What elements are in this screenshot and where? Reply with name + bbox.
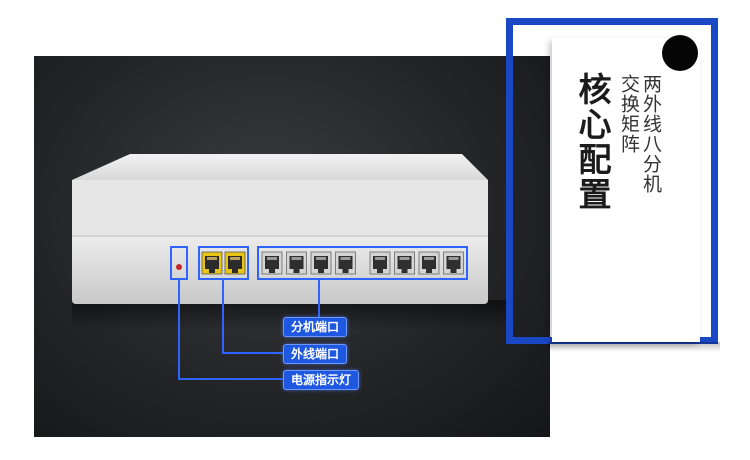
callout-power-indicator: 电源指示灯: [283, 370, 360, 390]
leader-power: [178, 279, 286, 380]
extension-port: [443, 251, 464, 275]
callout-outside-line-ports: 外线端口: [283, 344, 348, 364]
extension-port: [310, 251, 332, 275]
extension-port: [286, 251, 307, 275]
outside-line-ports: [201, 251, 246, 275]
outside-line-port: [201, 251, 223, 275]
leader-outside-line: [222, 279, 286, 354]
extension-ports-frame: [257, 246, 468, 280]
device-top: [72, 154, 488, 180]
panel-subtitle: 两外线八分机 交换矩阵: [618, 74, 662, 194]
switch-device: [72, 154, 512, 380]
info-card: [552, 38, 700, 342]
extension-port: [335, 251, 356, 275]
extension-port: [394, 251, 415, 275]
extension-port: [418, 251, 440, 275]
decor-dot: [662, 35, 698, 71]
panel-subtitle-line-2: 交换矩阵: [618, 74, 640, 154]
callout-extension-ports: 分机端口: [283, 317, 348, 337]
extension-port: [261, 251, 283, 275]
panel-title: 核心配置: [573, 72, 612, 212]
outside-line-port: [224, 251, 246, 275]
power-indicator-led: [176, 264, 182, 270]
device-upper-front: [72, 180, 488, 236]
info-panel-shadow: [548, 342, 720, 352]
panel-subtitle-line-1: 两外线八分机: [640, 74, 662, 194]
extension-ports: [261, 251, 464, 275]
extension-port: [369, 251, 391, 275]
